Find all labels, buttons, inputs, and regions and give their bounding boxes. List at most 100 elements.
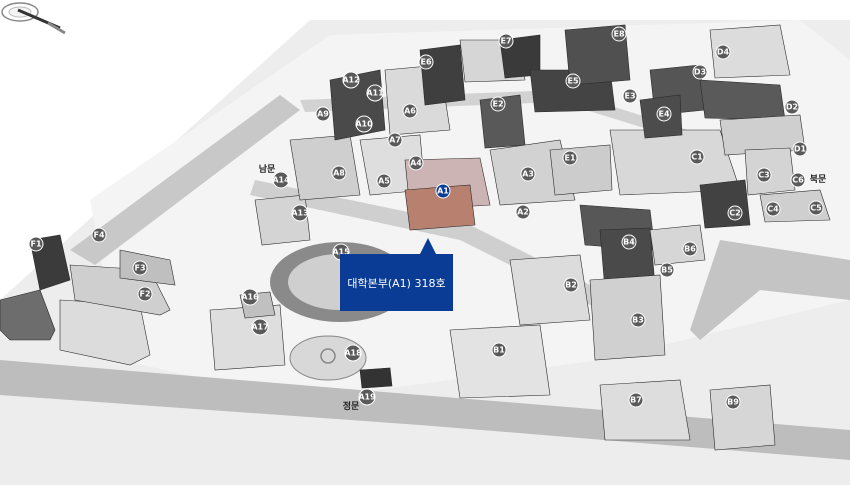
map-marker-e5[interactable]: E5 xyxy=(565,73,581,89)
map-marker-f2-label: F2 xyxy=(139,290,150,299)
map-marker-d1[interactable]: D1 xyxy=(792,141,808,157)
map-marker-d2-label: D2 xyxy=(786,103,798,112)
map-marker-a13[interactable]: A13 xyxy=(291,204,309,222)
map-marker-a14-label: A14 xyxy=(272,176,290,185)
map-marker-e2-label: E2 xyxy=(492,100,503,109)
map-marker-a14[interactable]: A14 xyxy=(272,171,290,189)
map-marker-c6-label: C6 xyxy=(792,176,804,185)
map-marker-e3-label: E3 xyxy=(624,92,635,101)
map-marker-b4-label: B4 xyxy=(623,238,635,247)
map-marker-a6-label: A6 xyxy=(404,107,416,116)
map-marker-e6[interactable]: E6 xyxy=(418,54,434,70)
map-marker-b5[interactable]: B5 xyxy=(659,262,675,278)
map-marker-e2[interactable]: E2 xyxy=(490,96,506,112)
map-marker-a11[interactable]: A11 xyxy=(366,84,384,102)
map-marker-b7[interactable]: B7 xyxy=(628,392,644,408)
map-marker-a12-label: A12 xyxy=(342,76,359,85)
map-marker-a18[interactable]: A18 xyxy=(344,344,362,362)
map-marker-b1-label: B1 xyxy=(493,346,505,355)
compass-icon xyxy=(1,2,66,35)
north-gate-label: 북문 xyxy=(810,174,827,185)
map-marker-c6[interactable]: C6 xyxy=(790,172,806,188)
map-marker-a2[interactable]: A2 xyxy=(515,204,531,220)
map-marker-b2-label: B2 xyxy=(565,281,577,290)
map-marker-e8[interactable]: E8 xyxy=(611,26,627,42)
map-marker-a1[interactable]: A1 xyxy=(435,183,451,199)
map-marker-e4-label: E4 xyxy=(658,110,669,119)
map-marker-a19[interactable]: A19 xyxy=(358,388,376,406)
map-marker-a5[interactable]: A5 xyxy=(376,173,392,189)
center-road xyxy=(250,180,620,315)
map-marker-e1[interactable]: E1 xyxy=(562,150,578,166)
map-marker-b3-label: B3 xyxy=(632,316,644,325)
map-marker-f4[interactable]: F4 xyxy=(91,227,107,243)
map-marker-f1[interactable]: F1 xyxy=(28,236,44,252)
map-marker-c3-label: C3 xyxy=(758,171,769,180)
map-marker-c2-label: C2 xyxy=(729,209,740,218)
map-marker-c1[interactable]: C1 xyxy=(689,149,705,165)
map-marker-a17[interactable]: A17 xyxy=(251,318,269,336)
map-marker-a9[interactable]: A9 xyxy=(315,106,331,122)
map-marker-b3[interactable]: B3 xyxy=(630,312,646,328)
callout-pointer xyxy=(420,238,436,254)
main-gate-label: 정문 xyxy=(343,400,360,412)
map-marker-a4-label: A4 xyxy=(410,159,422,168)
map-marker-a5-label: A5 xyxy=(378,177,390,186)
west-road xyxy=(70,95,300,265)
buildings xyxy=(0,24,831,451)
map-marker-a7-label: A7 xyxy=(389,136,401,145)
map-marker-a16-label: A16 xyxy=(241,293,259,302)
map-marker-a9-label: A9 xyxy=(317,110,329,119)
map-marker-a2-label: A2 xyxy=(517,208,529,217)
map-marker-a10[interactable]: A10 xyxy=(355,115,373,133)
map-marker-b6[interactable]: B6 xyxy=(682,241,698,257)
map-marker-a18-label: A18 xyxy=(344,349,362,358)
map-marker-a6[interactable]: A6 xyxy=(402,103,418,119)
map-marker-b9-label: B9 xyxy=(727,398,739,407)
map-marker-a4[interactable]: A4 xyxy=(408,155,424,171)
map-marker-b4[interactable]: B4 xyxy=(621,234,637,250)
map-marker-e3[interactable]: E3 xyxy=(622,88,638,104)
map-marker-a8[interactable]: A8 xyxy=(331,165,347,181)
map-marker-b6-label: B6 xyxy=(684,245,696,254)
map-marker-a12[interactable]: A12 xyxy=(342,71,360,89)
map-marker-e1-label: E1 xyxy=(564,154,575,163)
map-marker-c4-label: C4 xyxy=(767,205,779,214)
map-marker-d4[interactable]: D4 xyxy=(715,44,731,60)
map-marker-e5-label: E5 xyxy=(567,77,578,86)
map-marker-f2[interactable]: F2 xyxy=(137,286,153,302)
map-marker-b5-label: B5 xyxy=(661,266,673,275)
map-marker-c2[interactable]: C2 xyxy=(727,205,743,221)
map-marker-f4-label: F4 xyxy=(93,231,104,240)
map-marker-a3-label: A3 xyxy=(522,170,534,179)
map-marker-a16[interactable]: A16 xyxy=(241,288,259,306)
map-marker-e8-label: E8 xyxy=(613,30,624,39)
map-marker-a10-label: A10 xyxy=(355,120,373,129)
map-marker-c4[interactable]: C4 xyxy=(765,201,781,217)
east-road xyxy=(690,240,850,340)
map-marker-c1-label: C1 xyxy=(691,153,703,162)
plaza-center xyxy=(320,348,336,364)
map-marker-c5[interactable]: C5 xyxy=(808,200,824,216)
map-marker-f3[interactable]: F3 xyxy=(132,260,148,276)
south-gate-label: 남문 xyxy=(259,163,276,175)
map-marker-a3[interactable]: A3 xyxy=(520,166,536,182)
map-marker-e4[interactable]: E4 xyxy=(656,106,672,122)
map-marker-e7-label: E7 xyxy=(500,37,511,46)
map-marker-b7-label: B7 xyxy=(630,396,642,405)
map-marker-b1[interactable]: B1 xyxy=(491,342,507,358)
map-marker-d3[interactable]: D3 xyxy=(692,64,708,80)
map-marker-b2[interactable]: B2 xyxy=(563,277,579,293)
map-marker-a19-label: A19 xyxy=(358,393,376,402)
map-marker-a15-label: A15 xyxy=(332,248,350,257)
map-marker-c3[interactable]: C3 xyxy=(756,167,772,183)
map-marker-d1-label: D1 xyxy=(794,145,807,154)
location-callout-label: 대학본부(A1) 318호 xyxy=(347,276,446,290)
map-marker-b9[interactable]: B9 xyxy=(725,394,741,410)
map-marker-d4-label: D4 xyxy=(717,48,730,57)
map-marker-d2[interactable]: D2 xyxy=(784,99,800,115)
map-marker-a7[interactable]: A7 xyxy=(387,132,403,148)
map-marker-e7[interactable]: E7 xyxy=(498,33,514,49)
